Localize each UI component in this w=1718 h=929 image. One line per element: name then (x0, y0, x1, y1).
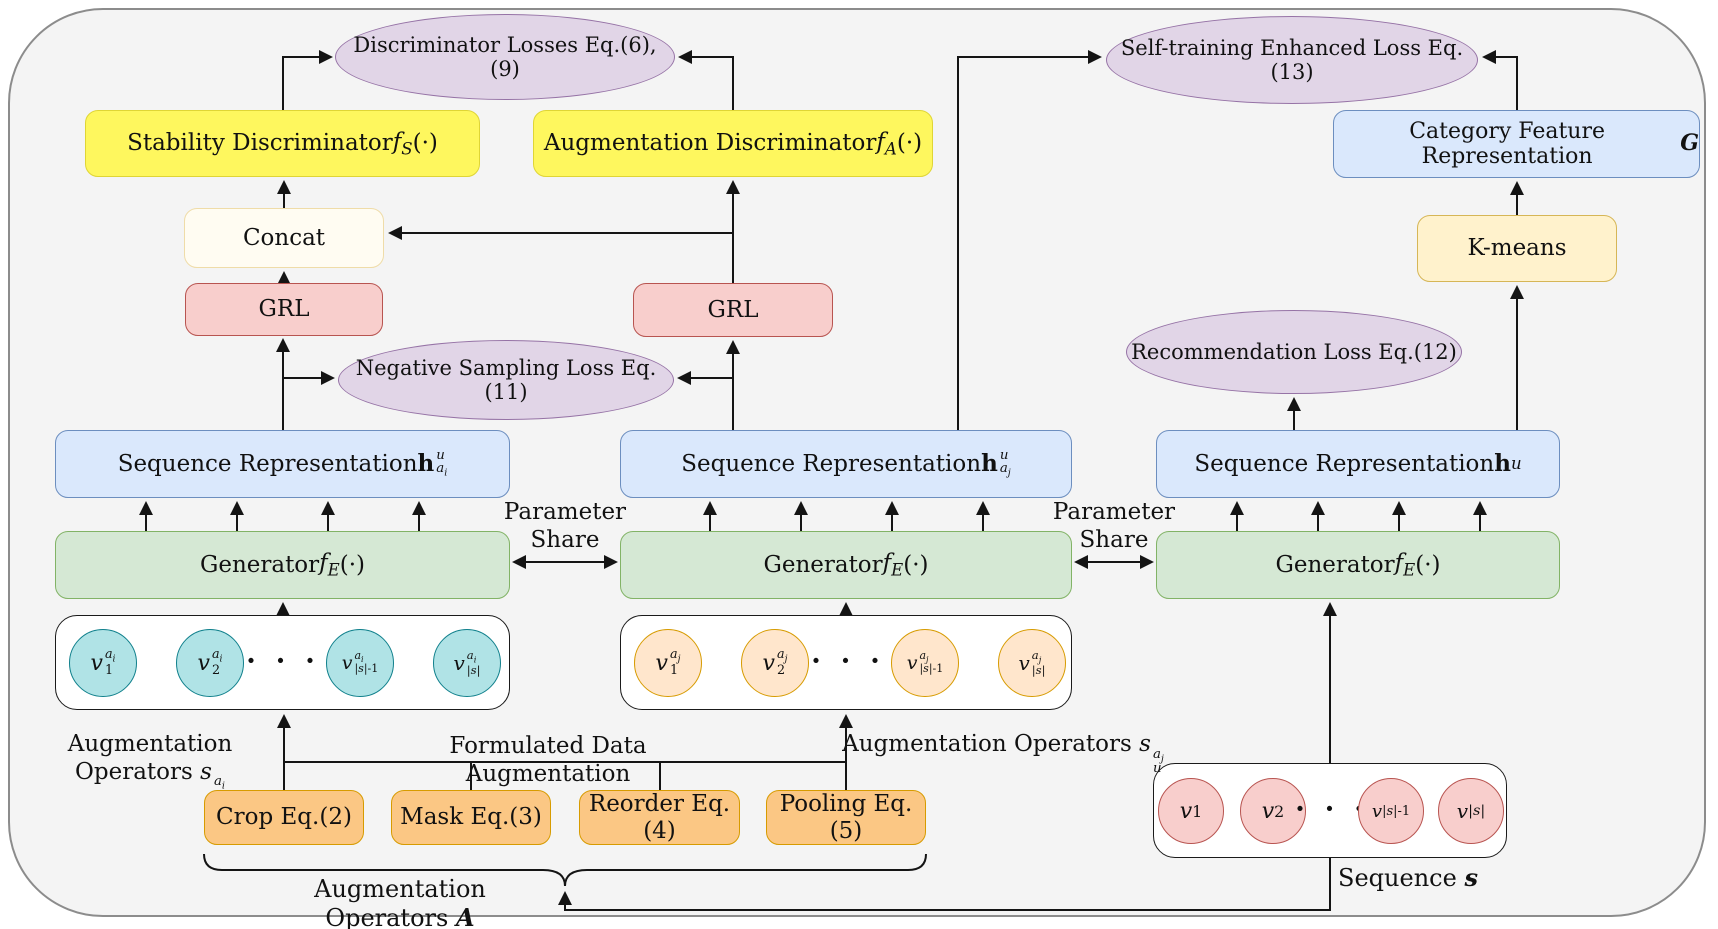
share-word: Share (530, 526, 600, 553)
generator-middle-box: Generator fE(·) (620, 531, 1072, 599)
ellipsis: · · · (811, 643, 885, 677)
discriminator-losses-ellipse: Discriminator Losses Eq.(6), (9) (335, 14, 675, 100)
mask-box: Mask Eq.(3) (391, 790, 551, 845)
augmentation-discriminator-box: Augmentation Discriminator fA(·) (533, 110, 933, 177)
generator-left-box: Generator fE(·) (55, 531, 510, 599)
ellipsis: · · · (1295, 791, 1369, 825)
operators-brace (203, 853, 927, 887)
self-training-loss-ellipse: Self-training Enhanced Loss Eq.(13) (1106, 16, 1478, 104)
generator-right-box: Generator fE(·) (1156, 531, 1560, 599)
item-circle: v|s| (1438, 778, 1504, 844)
arrow-b2-to-selftraining (957, 50, 1102, 430)
grl-right-box: GRL (633, 283, 833, 337)
ellipsis: · · · (246, 643, 320, 677)
pooling-box: Pooling Eq.(5) (766, 790, 926, 845)
item-circle: v|s|-1 (1358, 778, 1424, 844)
negative-sampling-loss-ellipse: Negative Sampling Loss Eq.(11) (338, 340, 674, 420)
augmentation-operators-ai-label: Augmentation Operators saiu (67, 731, 233, 803)
arrow-stability-to-disc-loss (282, 50, 333, 110)
grl-left-box: GRL (185, 283, 383, 336)
kmeans-box: K-means (1417, 215, 1617, 282)
arrow-sequence-to-operators (558, 858, 1331, 911)
category-feature-representation-box: Category Feature Representation G (1333, 110, 1700, 178)
crop-box: Crop Eq.(2) (204, 790, 364, 845)
share-word: Share (1079, 526, 1149, 553)
formulated-data-augmentation-label: Formulated Data Augmentation (449, 733, 647, 787)
concat-box: Concat (184, 208, 384, 268)
reorder-box: Reorder Eq.(4) (579, 790, 740, 845)
arrow-category-to-selftraining (1482, 50, 1518, 110)
parameter-word: Parameter (1052, 499, 1176, 525)
arrow-augdisc-to-disc-loss (678, 50, 734, 110)
sequence-s-label: Sequence s (1338, 863, 1478, 892)
recommendation-loss-ellipse: Recommendation Loss Eq.(12) (1126, 310, 1462, 394)
parameter-word: Parameter (503, 499, 627, 525)
augmentation-operators-A-label: Augmentation Operators A (314, 875, 486, 929)
stability-discriminator-box: Stability Discriminator fS(·) (85, 110, 480, 177)
